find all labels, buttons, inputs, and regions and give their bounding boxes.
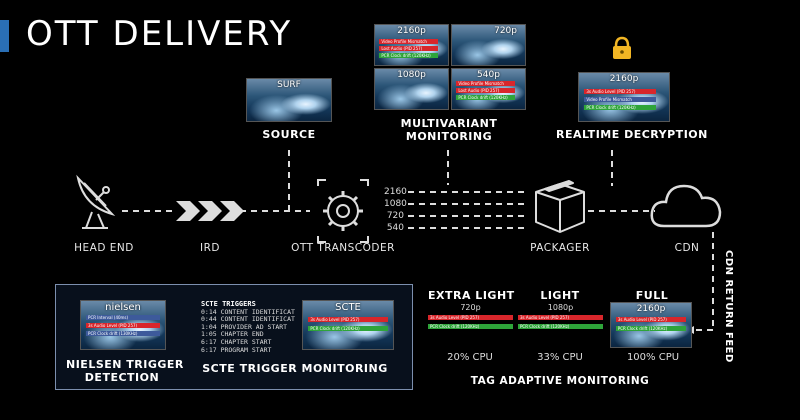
scte-label: SCTE TRIGGER MONITORING xyxy=(202,362,388,375)
cdn-return-label: CDN RETURN FEED xyxy=(723,250,734,363)
package-box-icon xyxy=(535,180,585,233)
list-item: 1:04 PROVIDER AD START xyxy=(201,322,288,331)
ird-chevron-icon xyxy=(176,201,244,221)
tier-light-name: LIGHT xyxy=(540,289,580,302)
transcoder-label: OTT TRANSCODER xyxy=(291,242,395,254)
tier-light-preview[interactable]: 1080p 3s Audio Level (PID 257) PCR Clock… xyxy=(518,303,603,333)
list-item: 0:44 CONTENT IDENTIFICAT xyxy=(201,315,295,324)
lock-icon xyxy=(613,36,631,59)
nielsen-label: NIELSEN TRIGGER DETECTION xyxy=(66,358,184,384)
scte-heading: SCTE TRIGGERS xyxy=(201,300,256,308)
multivariant-thumb-540[interactable]: 540p Video Profile Mismatch Lost Audio (… xyxy=(451,68,526,110)
tier-full-thumbnail[interactable]: 2160p 3s Audio Level (PID 257) PCR Clock… xyxy=(610,302,692,348)
res-label: 540 xyxy=(386,223,404,233)
packager-label: PACKAGER xyxy=(530,242,590,254)
cdn-label: CDN xyxy=(674,242,700,254)
list-item: 6:17 PROGRAM START xyxy=(201,345,272,354)
satellite-dish-icon xyxy=(76,174,116,229)
scte-thumbnail[interactable]: SCTE 3s Audio Level (PID 257) PCR Clock … xyxy=(302,300,394,350)
tier-light-cpu: 33% CPU xyxy=(537,352,583,363)
source-label: SOURCE xyxy=(262,128,316,141)
list-item: 0:14 CONTENT IDENTIFICAT xyxy=(201,307,295,316)
decryption-label: REALTIME DECRYPTION xyxy=(556,128,708,141)
res-label: 720 xyxy=(386,211,404,221)
thumb-label: SURF xyxy=(277,80,301,90)
head-end-label: HEAD END xyxy=(74,242,134,254)
res-label: 2160 xyxy=(384,187,407,197)
cloud-icon xyxy=(650,184,722,228)
tier-full-name: FULL xyxy=(635,289,669,302)
multivariant-thumb-1080[interactable]: 1080p xyxy=(374,68,449,110)
list-item: 6:17 CHAPTER START xyxy=(201,337,272,346)
multivariant-thumb-720[interactable]: 720p xyxy=(451,24,526,66)
title-accent-bar xyxy=(0,20,9,52)
tag-adaptive-label: TAG ADAPTIVE MONITORING xyxy=(470,375,650,387)
res-label: 1080 xyxy=(384,199,407,209)
tier-extra-light-cpu: 20% CPU xyxy=(447,352,493,363)
tier-extra-light-preview[interactable]: 720p 3s Audio Level (PID 257) PCR Clock … xyxy=(428,303,513,333)
source-thumbnail[interactable]: SURF xyxy=(246,78,332,122)
resolution-list: 2160 1080 720 540 xyxy=(384,186,407,234)
tier-extra-light-name: EXTRA LIGHT xyxy=(428,289,515,302)
gear-icon xyxy=(317,179,369,243)
tier-full-cpu: 100% CPU xyxy=(626,352,680,363)
decryption-thumbnail[interactable]: 2160p 3s Audio Level (PID 257) Video Pro… xyxy=(578,72,670,122)
page-title: OTT DELIVERY xyxy=(26,14,293,54)
scte-trigger-list: SCTE TRIGGERS 0:14 CONTENT IDENTIFICAT 0… xyxy=(201,300,301,354)
list-item: 1:05 CHAPTER END xyxy=(201,330,264,339)
multivariant-thumb-2160[interactable]: 2160p Video Profile Mismatch Lost Audio … xyxy=(374,24,449,66)
nielsen-thumbnail[interactable]: nielsen PCR Interval (40ms) 3s Audio Lev… xyxy=(80,300,166,350)
multivariant-label: MULTIVARIANT MONITORING xyxy=(400,117,498,143)
ird-label: IRD xyxy=(200,242,220,254)
